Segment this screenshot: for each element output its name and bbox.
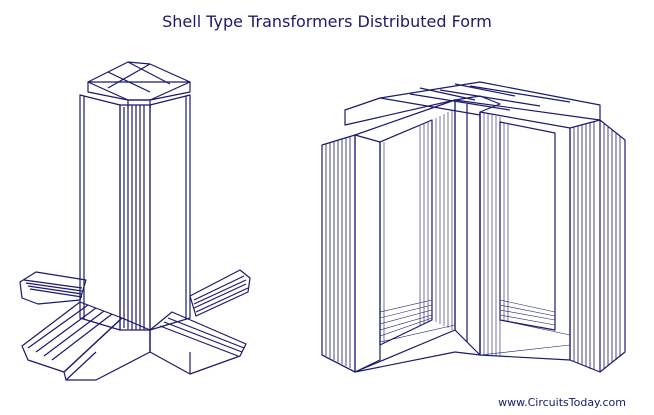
diagram-title: Shell Type Transformers Distributed Form bbox=[162, 12, 492, 31]
distributed-core-figure bbox=[20, 62, 250, 380]
watermark: www.CircuitsToday.com bbox=[498, 396, 626, 409]
shell-core-figure bbox=[322, 82, 625, 372]
